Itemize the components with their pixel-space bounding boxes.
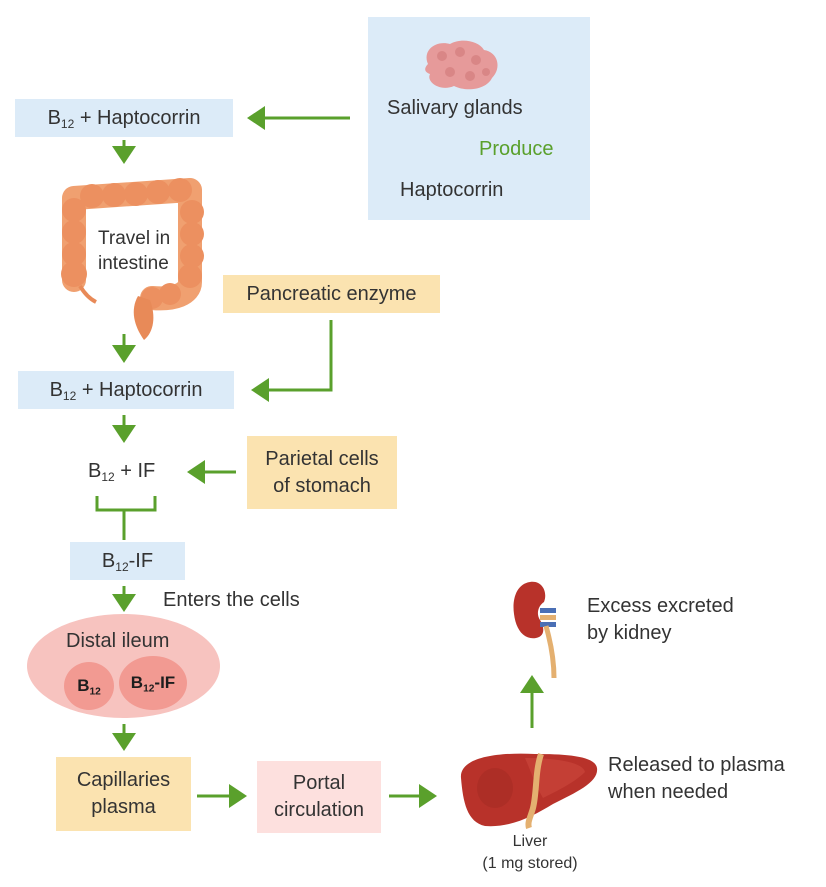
excess-line2: by kidney	[587, 622, 672, 644]
complex-suffix: -IF	[128, 549, 154, 572]
haptocorrin-label: Haptocorrin	[400, 179, 504, 201]
haptocorrin-text: + Haptocorrin	[76, 378, 203, 401]
b12-subscript: 12	[60, 116, 75, 131]
kidney-illustration	[513, 581, 557, 679]
b12-haptocorrin-box-second: B12 + Haptocorrin	[18, 371, 234, 409]
distal-ileum-title: Distal ileum	[66, 630, 170, 652]
capillaries-plasma-box: Capillaries plasma	[56, 757, 191, 831]
released-line2: when needed	[608, 781, 729, 803]
parietal-cells-box: Parietal cells of stomach	[247, 436, 397, 509]
salivary-glands-label: Salivary glands	[387, 97, 523, 119]
b12-subscript: 12	[89, 686, 101, 698]
released-line1: Released to plasma	[608, 754, 785, 776]
parietal-line1: Parietal cells	[265, 447, 379, 470]
b12-subscript: 12	[143, 683, 155, 695]
capillaries-line2: plasma	[91, 796, 156, 818]
large-intestine-illustration	[61, 178, 204, 340]
excess-excreted-label: Excess excreted by kidney	[587, 593, 734, 647]
portal-circulation-box: Portal circulation	[257, 761, 381, 833]
b12-subscript: 12	[62, 388, 77, 403]
travel-label-line1: Travel in	[98, 228, 171, 249]
b12-chip: B12	[64, 662, 114, 710]
bracket-combine	[95, 496, 157, 512]
liver-name: Liver	[512, 833, 548, 850]
liver-stored: (1 mg stored)	[482, 855, 578, 872]
b12-haptocorrin-box-top: B12 + Haptocorrin	[15, 99, 233, 137]
b12-symbol: B	[47, 106, 61, 129]
b12-symbol: B	[77, 676, 90, 695]
b12-symbol: B	[88, 460, 102, 482]
chip-if-suffix: -IF	[154, 673, 176, 692]
portal-line1: Portal	[292, 772, 346, 794]
b12-plus-if-label: B12 + IF	[88, 458, 155, 485]
travel-intestine-label: Travel in intestine	[98, 226, 170, 276]
distal-ileum-ellipse	[27, 614, 220, 718]
arrow-pancreatic-to-box2	[251, 320, 333, 402]
released-to-plasma-label: Released to plasma when needed	[608, 752, 785, 806]
salivary-gland-illustration	[425, 40, 498, 90]
capillaries-line1: Capillaries	[76, 769, 171, 791]
b12-if-complex-box: B12-IF	[70, 542, 185, 580]
b12-symbol: B	[49, 378, 63, 401]
enters-cells-label: Enters the cells	[163, 589, 300, 611]
b12-subscript: 12	[115, 559, 129, 574]
b12-symbol: B	[101, 549, 116, 572]
excess-line1: Excess excreted	[587, 595, 734, 617]
b12-symbol: B	[130, 673, 144, 692]
liver-caption: Liver (1 mg stored)	[472, 831, 588, 875]
travel-label-line2: intestine	[98, 253, 169, 274]
if-text: + IF	[114, 460, 156, 482]
haptocorrin-text: + Haptocorrin	[74, 106, 201, 129]
b12-if-chip: B12-IF	[119, 656, 187, 710]
liver-illustration	[460, 753, 598, 829]
portal-line2: circulation	[273, 799, 365, 821]
produce-label: Produce	[479, 138, 554, 160]
b12-subscript: 12	[101, 470, 115, 485]
pancreatic-enzyme-box: Pancreatic enzyme	[223, 275, 440, 313]
parietal-line2: of stomach	[273, 474, 371, 497]
